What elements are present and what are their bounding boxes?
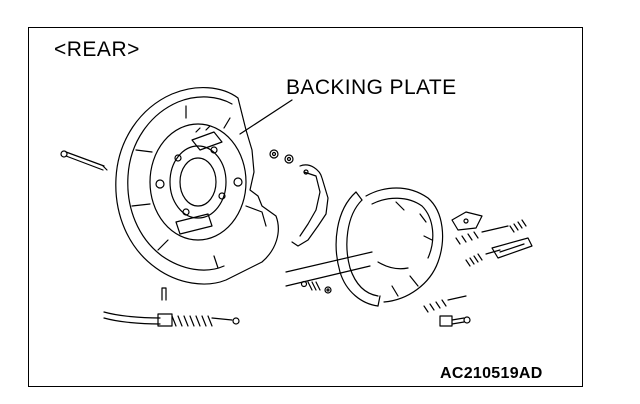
lever-plate	[452, 212, 482, 230]
figure-code: AC210519AD	[440, 365, 543, 382]
parking-brake-cable	[104, 312, 239, 326]
backing-plate-label: BACKING PLATE	[286, 76, 457, 99]
mounting-bolt	[61, 151, 107, 170]
section-label: <REAR>	[54, 38, 140, 61]
diagram-frame	[28, 27, 583, 387]
backing-plate	[116, 88, 279, 284]
brake-shoes	[336, 188, 442, 306]
adjusting-lever	[292, 165, 328, 246]
adjuster	[424, 296, 470, 326]
cable-clip	[162, 288, 166, 300]
strut	[492, 238, 532, 258]
shoe-hold-down-springs	[302, 282, 332, 294]
pointer-line-1	[286, 252, 372, 272]
callout-leader-line	[240, 100, 292, 134]
pointer-line-2	[286, 266, 370, 286]
return-springs	[456, 220, 526, 266]
washers	[270, 150, 293, 163]
